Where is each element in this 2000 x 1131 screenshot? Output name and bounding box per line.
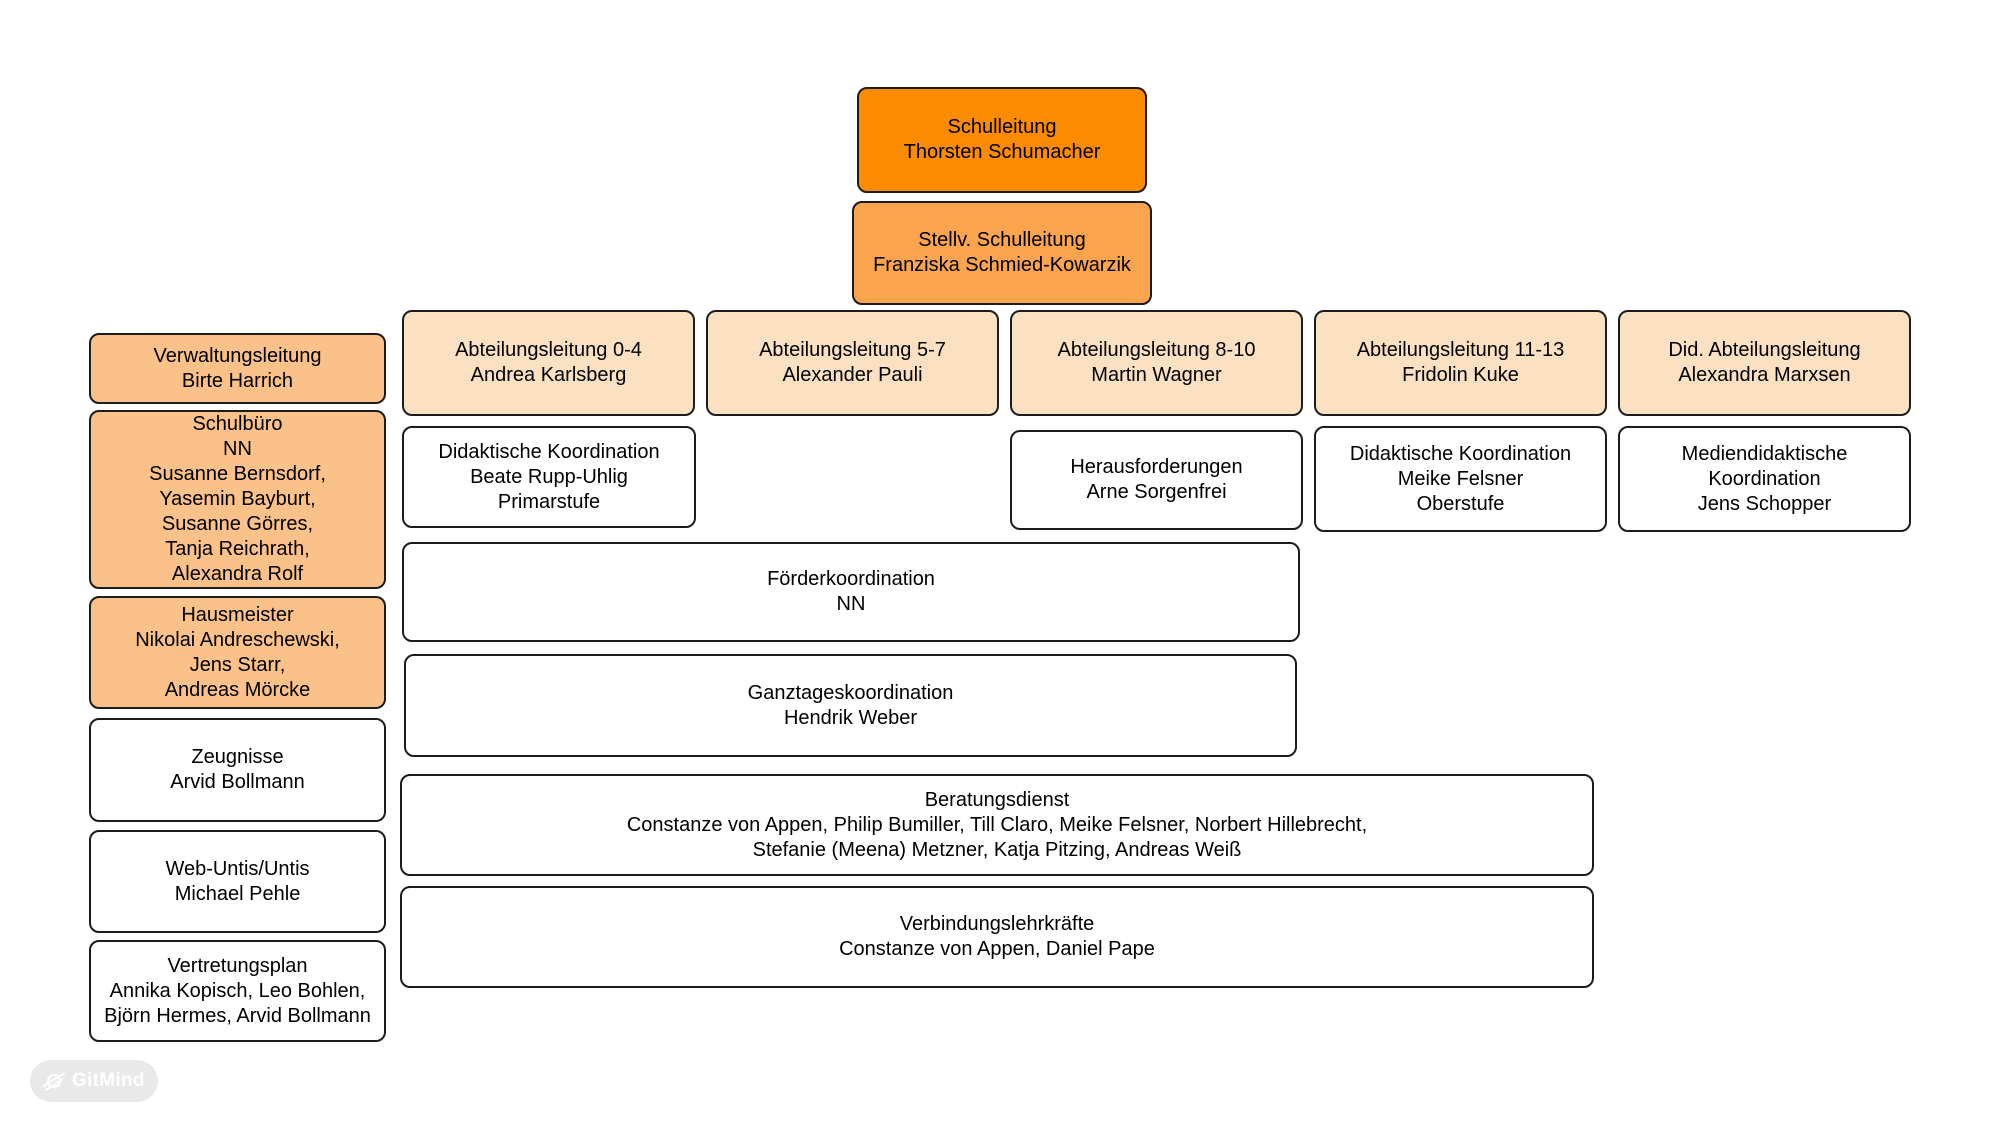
node-didaktische-koordination-primarstufe[interactable]: Didaktische Koordination Beate Rupp-Uhli… xyxy=(402,426,696,528)
node-web-untis[interactable]: Web-Untis/Untis Michael Pehle xyxy=(89,830,386,933)
node-verwaltungsleitung-label: Verwaltungsleitung Birte Harrich xyxy=(153,344,322,392)
node-verbindungslehrkraefte[interactable]: Verbindungslehrkräfte Constanze von Appe… xyxy=(400,886,1594,988)
node-schulbuero-label: Schulbüro NN Susanne Bernsdorf, Yasemin … xyxy=(149,413,326,585)
node-schulbuero[interactable]: Schulbüro NN Susanne Bernsdorf, Yasemin … xyxy=(89,410,386,589)
node-abteilungsleitung-5-7-label: Abteilungsleitung 5-7 Alexander Pauli xyxy=(759,339,946,386)
node-beratungsdienst[interactable]: Beratungsdienst Constanze von Appen, Phi… xyxy=(400,774,1594,876)
node-abteilungsleitung-11-13[interactable]: Abteilungsleitung 11-13 Fridolin Kuke xyxy=(1314,310,1607,416)
node-herausforderungen[interactable]: Herausforderungen Arne Sorgenfrei xyxy=(1010,430,1303,530)
node-foerderkoordination-label: Förderkoordination NN xyxy=(767,568,935,615)
node-schulleitung-label: Schulleitung Thorsten Schumacher xyxy=(903,116,1101,163)
node-abteilungsleitung-8-10[interactable]: Abteilungsleitung 8-10 Martin Wagner xyxy=(1010,310,1303,416)
node-mediendidaktische-koordination[interactable]: Mediendidaktische Koordination Jens Scho… xyxy=(1618,426,1911,532)
node-didaktische-koordination-oberstufe-label: Didaktische Koordination Meike Felsner O… xyxy=(1349,442,1572,515)
node-verwaltungsleitung[interactable]: Verwaltungsleitung Birte Harrich xyxy=(89,333,386,404)
node-schulleitung[interactable]: Schulleitung Thorsten Schumacher xyxy=(857,87,1147,193)
node-did-abteilungsleitung-label: Did. Abteilungsleitung Alexandra Marxsen xyxy=(1668,339,1861,386)
node-did-abteilungsleitung[interactable]: Did. Abteilungsleitung Alexandra Marxsen xyxy=(1618,310,1911,416)
node-foerderkoordination[interactable]: Förderkoordination NN xyxy=(402,542,1300,642)
node-ganztageskoordination[interactable]: Ganztageskoordination Hendrik Weber xyxy=(404,654,1297,757)
node-abteilungsleitung-11-13-label: Abteilungsleitung 11-13 Fridolin Kuke xyxy=(1356,339,1565,386)
node-hausmeister[interactable]: Hausmeister Nikolai Andreschewski, Jens … xyxy=(89,596,386,709)
node-mediendidaktische-koordination-label: Mediendidaktische Koordination Jens Scho… xyxy=(1681,442,1848,515)
node-stellv-schulleitung-label: Stellv. Schulleitung Franziska Schmied-K… xyxy=(873,229,1131,276)
gitmind-logo-icon xyxy=(43,1073,65,1091)
node-hausmeister-label: Hausmeister Nikolai Andreschewski, Jens … xyxy=(135,603,340,701)
node-didaktische-koordination-primarstufe-label: Didaktische Koordination Beate Rupp-Uhli… xyxy=(438,440,660,513)
node-stellv-schulleitung[interactable]: Stellv. Schulleitung Franziska Schmied-K… xyxy=(852,201,1152,305)
node-didaktische-koordination-oberstufe[interactable]: Didaktische Koordination Meike Felsner O… xyxy=(1314,426,1607,532)
node-vertretungsplan[interactable]: Vertretungsplan Annika Kopisch, Leo Bohl… xyxy=(89,940,386,1042)
node-vertretungsplan-label: Vertretungsplan Annika Kopisch, Leo Bohl… xyxy=(104,954,371,1027)
node-verbindungslehrkraefte-label: Verbindungslehrkräfte Constanze von Appe… xyxy=(839,913,1155,960)
node-abteilungsleitung-5-7[interactable]: Abteilungsleitung 5-7 Alexander Pauli xyxy=(706,310,999,416)
node-abteilungsleitung-0-4-label: Abteilungsleitung 0-4 Andrea Karlsberg xyxy=(455,339,642,386)
gitmind-watermark-label: GitMind xyxy=(72,1070,145,1091)
node-abteilungsleitung-0-4[interactable]: Abteilungsleitung 0-4 Andrea Karlsberg xyxy=(402,310,695,416)
node-zeugnisse-label: Zeugnisse Arvid Bollmann xyxy=(170,746,305,793)
node-web-untis-label: Web-Untis/Untis Michael Pehle xyxy=(165,857,310,905)
node-ganztageskoordination-label: Ganztageskoordination Hendrik Weber xyxy=(747,681,954,729)
node-beratungsdienst-label: Beratungsdienst Constanze von Appen, Phi… xyxy=(626,788,1368,861)
node-abteilungsleitung-8-10-label: Abteilungsleitung 8-10 Martin Wagner xyxy=(1057,339,1256,386)
node-zeugnisse[interactable]: Zeugnisse Arvid Bollmann xyxy=(89,718,386,822)
gitmind-watermark: GitMind xyxy=(30,1060,158,1102)
node-herausforderungen-label: Herausforderungen Arne Sorgenfrei xyxy=(1070,456,1243,503)
